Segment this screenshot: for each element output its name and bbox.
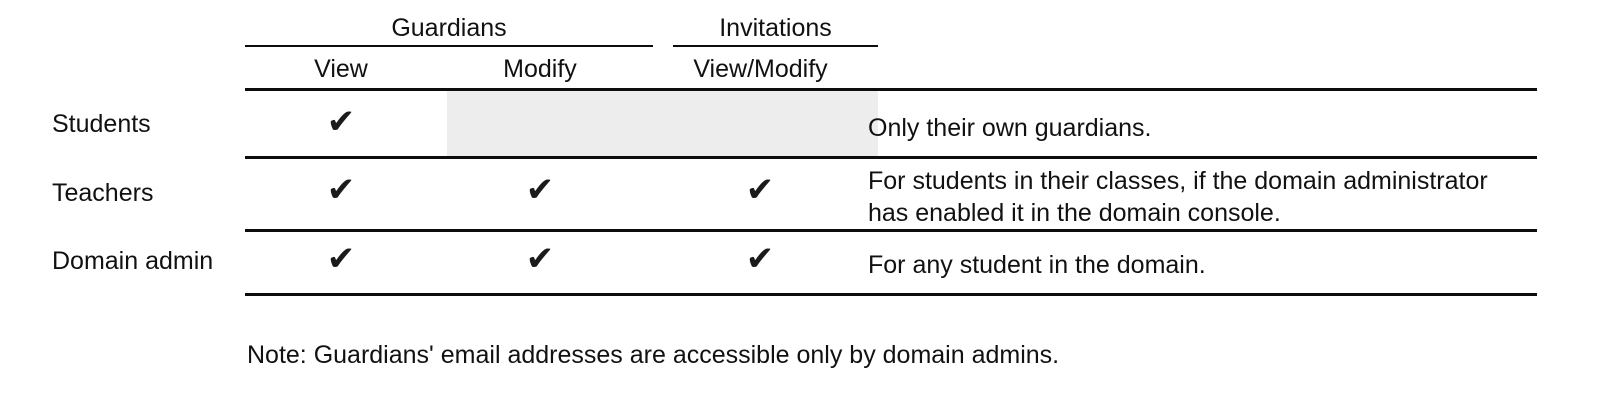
row-label-domain-admin: Domain admin (52, 247, 214, 275)
checkmark-icon-teachers-guardians-modify: ✔ (525, 170, 555, 210)
note-teachers: For students in their classes, if the do… (868, 167, 1488, 227)
group-rule-invitations (673, 45, 878, 47)
row-label-teachers: Teachers (52, 179, 154, 207)
checkmark-icon-teachers-invitations-view-modify: ✔ (745, 170, 775, 210)
row-rule-after-teachers (245, 229, 1537, 232)
checkmark-icon-students-guardians-view: ✔ (326, 102, 356, 142)
row-rule-after-students (245, 156, 1537, 159)
column-header-modify: Modify (503, 55, 577, 83)
checkmark-icon-domain-admin-invitations-view-modify: ✔ (745, 239, 775, 279)
row-label-students: Students (52, 110, 151, 138)
checkmark-icon-domain-admin-guardians-view: ✔ (326, 239, 356, 279)
checkmark-icon-domain-admin-guardians-modify: ✔ (525, 239, 555, 279)
column-header-view-modify: View/Modify (693, 55, 828, 83)
shaded-cell-students-modify-invitations (447, 91, 878, 156)
note-domain-admin: For any student in the domain. (868, 251, 1206, 279)
group-header-invitations: Invitations (719, 14, 832, 42)
note-students: Only their own guardians. (868, 114, 1152, 142)
footnote-text: Note: Guardians' email addresses are acc… (247, 341, 1060, 369)
column-header-view: View (314, 55, 368, 83)
checkmark-icon-teachers-guardians-view: ✔ (326, 170, 356, 210)
group-rule-guardians (245, 45, 653, 47)
group-header-guardians: Guardians (391, 14, 507, 42)
table-bottom-rule (245, 293, 1537, 296)
table-top-rule (245, 88, 1537, 91)
